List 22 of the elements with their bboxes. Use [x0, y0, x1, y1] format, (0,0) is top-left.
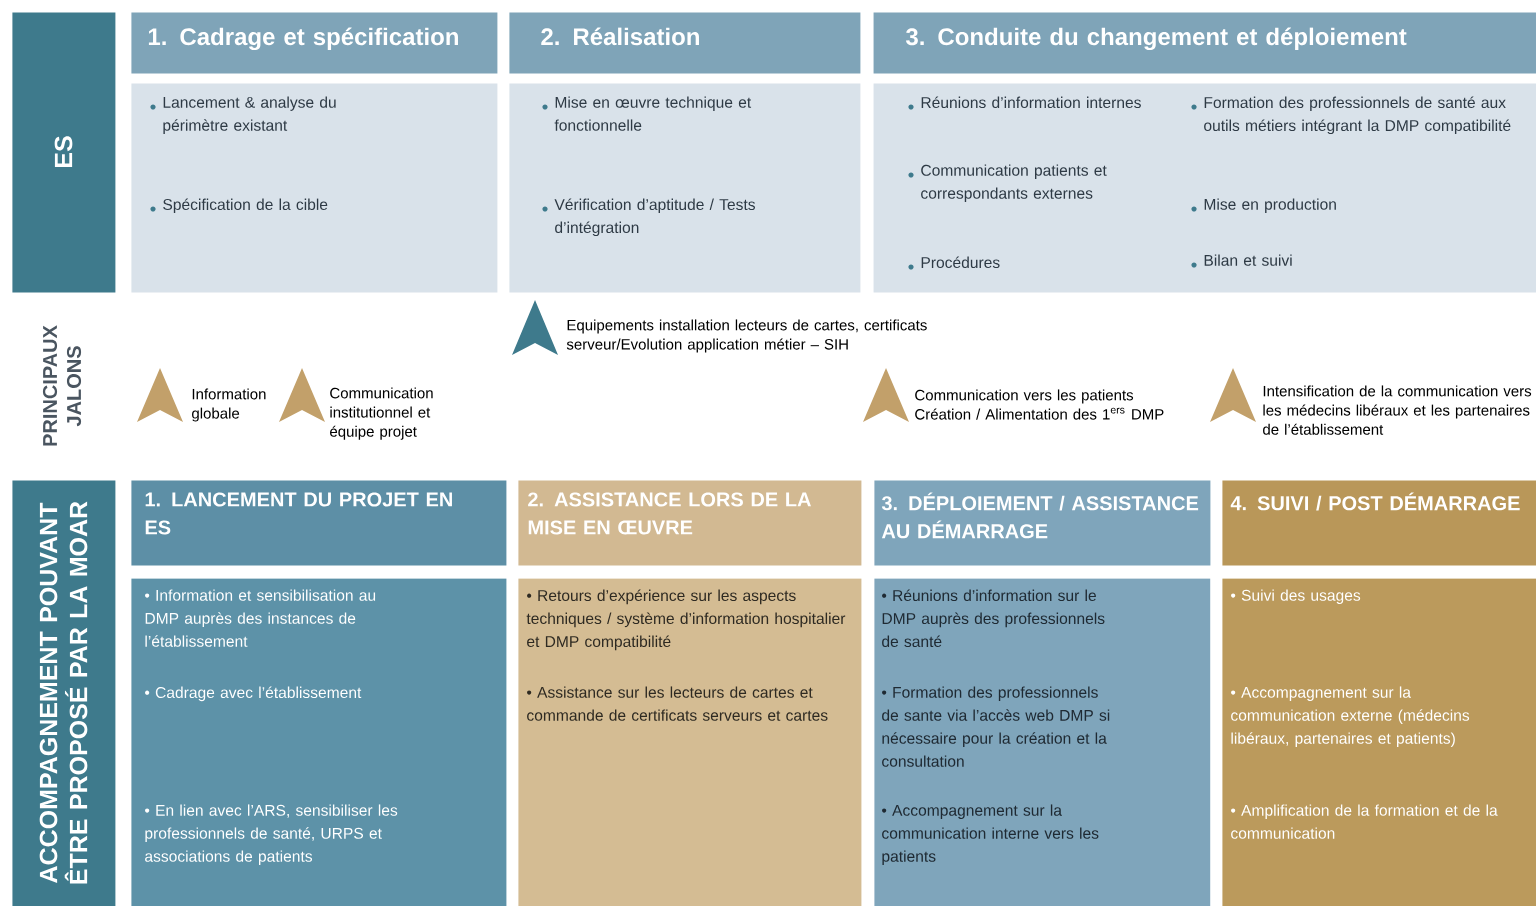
phase-header: 3. DÉPLOIEMENT / ASSISTANCE AU DÉMARRAGE	[874, 480, 1211, 566]
content-panel: • Retours d’expérience sur les aspects techniques / système d’information hospitalier et DMP compatibilité • Assistance sur les lecteurs de cartes et commande de certificats serveurs et cartes	[518, 578, 862, 906]
phase-header: 3. Conduite du changement et déploiement	[873, 12, 1536, 74]
phase-header: 4. SUIVI / POST DÉMARRAGE	[1222, 480, 1536, 566]
phase-header: 2. ASSISTANCE LORS DE LA MISE EN ŒUVRE	[518, 480, 862, 566]
phase-header: 1. LANCEMENT DU PROJET EN ES	[131, 480, 507, 566]
content-panel: Lancement & analyse du périmètre existant Spécification de la cible	[131, 83, 498, 293]
milestone-text: Intensification de la communication vers les médecins libéraux et les partenaires de l’établissement	[1263, 385, 1532, 435]
milestone-text: Information globale	[192, 388, 266, 422]
content-panel: Mise en œuvre technique et fonctionnelle Vérification d’aptitude / Tests d’intégration	[509, 83, 861, 293]
milestone-text: Communication institutionnel et équipe projet	[330, 387, 433, 440]
content-panel: • Réunions d’information sur le DMP auprès des professionnels de santé • Formation des professionnels de sante via l’accès web DMP si nécessaire pour la création et la consultation • Accompagnement sur la communication interne vers les patients	[874, 578, 1211, 906]
content-panel: • Information et sensibilisation au DMP auprès des instances de l’établissement • Cadrage avec l’établissement • En lien avec l’ARS, sensibiliser les professionnels de santé, URPS et associations de patients	[131, 578, 507, 906]
milestone-text: Equipements installation lecteurs de cartes, certificats serveur/Evolution application métier – SIH	[566, 319, 927, 353]
milestone-text: Communication vers les patients Création / Alimentation des 1$^{ers}$ DMP	[915, 389, 1164, 420]
row-label: PRINCIPAUX JALONS	[42, 325, 82, 446]
content-panel: • Suivi des usages • Accompagnement sur la communication externe (médecins libéraux, partenaires et patients) • Amplification de la formation et de la communication	[1222, 578, 1536, 906]
phase-header: 1. Cadrage et spécification	[131, 12, 498, 74]
band-tab: ES	[12, 12, 116, 293]
content-panel: Réunions d’information internes Communication patients et correspondants externes Procédures Formation des professionnels de santé aux outils métiers intégrant la DMP compatibilité Mise en production Bilan et suivi	[873, 83, 1536, 293]
phase-header: 2. Réalisation	[509, 12, 861, 74]
band-tab: ACCOMPAGNEMENT POUVANT ÊTRE PROPOSÉ PAR LA MOAR	[12, 480, 116, 906]
